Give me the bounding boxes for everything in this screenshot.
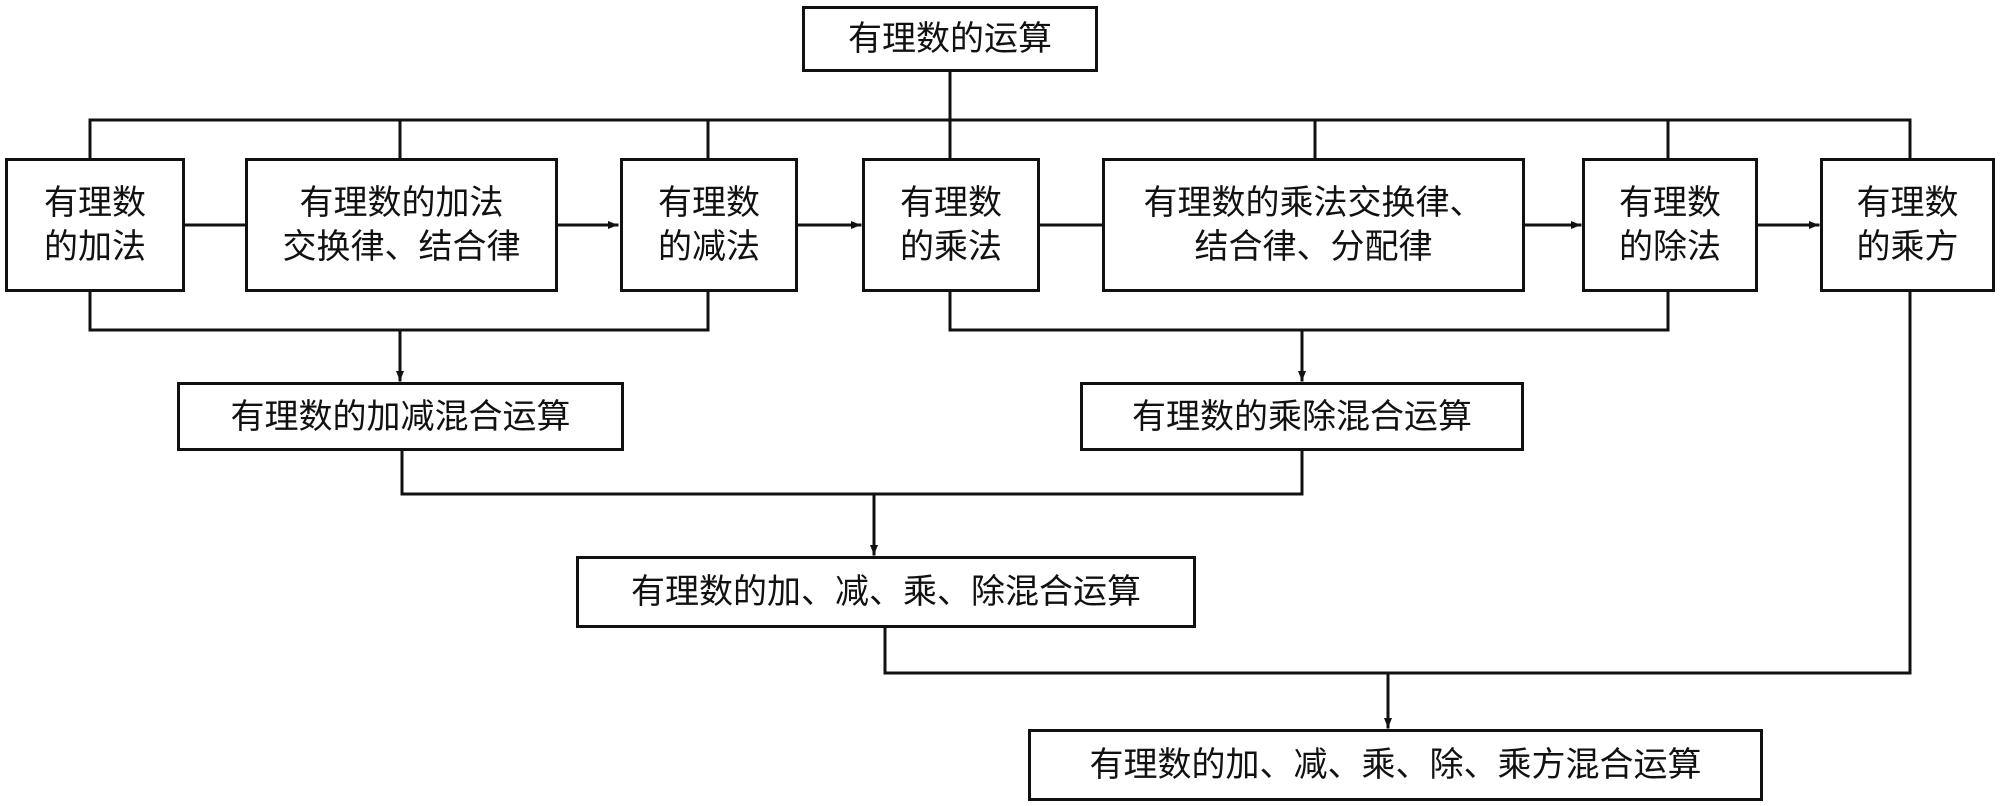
node-all-ops-mixed-label: 有理数的加、减、乘、除、乘方混合运算 xyxy=(1089,745,1702,785)
node-four-ops-mixed: 有理数的加、减、乘、除混合运算 xyxy=(576,556,1196,628)
node-subtraction-label: 有理数 的减法 xyxy=(658,183,760,267)
node-mul-div-mixed: 有理数的乘除混合运算 xyxy=(1080,382,1524,451)
node-division: 有理数 的除法 xyxy=(1582,158,1758,292)
node-multiplication-laws-label: 有理数的乘法交换律、 结合律、分配律 xyxy=(1143,183,1484,267)
node-addition-laws-label: 有理数的加法 交换律、结合律 xyxy=(282,183,521,267)
node-root: 有理数的运算 xyxy=(802,6,1098,72)
node-add-sub-mixed-label: 有理数的加减混合运算 xyxy=(230,396,571,437)
node-multiplication-label: 有理数 的乘法 xyxy=(900,183,1002,267)
node-power: 有理数 的乘方 xyxy=(1820,158,1995,292)
node-division-label: 有理数 的除法 xyxy=(1619,183,1721,267)
node-addition: 有理数 的加法 xyxy=(5,158,185,292)
node-subtraction: 有理数 的减法 xyxy=(620,158,798,292)
node-four-ops-mixed-label: 有理数的加、减、乘、除混合运算 xyxy=(631,572,1141,612)
node-root-label: 有理数的运算 xyxy=(848,19,1052,59)
node-power-label: 有理数 的乘方 xyxy=(1856,183,1959,267)
node-mul-div-mixed-label: 有理数的乘除混合运算 xyxy=(1132,396,1472,437)
node-add-sub-mixed: 有理数的加减混合运算 xyxy=(177,382,624,451)
node-addition-label: 有理数 的加法 xyxy=(44,183,146,267)
node-multiplication-laws: 有理数的乘法交换律、 结合律、分配律 xyxy=(1102,158,1525,292)
node-all-ops-mixed: 有理数的加、减、乘、除、乘方混合运算 xyxy=(1028,729,1763,801)
node-addition-laws: 有理数的加法 交换律、结合律 xyxy=(245,158,558,292)
node-multiplication: 有理数 的乘法 xyxy=(862,158,1040,292)
